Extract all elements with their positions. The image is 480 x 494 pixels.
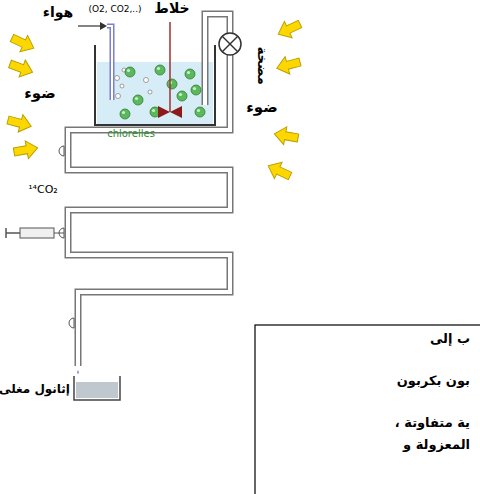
chlorella-cell — [167, 79, 177, 89]
pump — [219, 33, 241, 55]
chlorella-cell — [185, 69, 195, 79]
drop — [77, 370, 79, 374]
isotope-label: ¹⁴CO₂ — [22, 183, 64, 196]
chlorella-cell — [191, 85, 201, 95]
chlorella-cell — [155, 65, 165, 75]
chlorella-cell — [120, 109, 130, 119]
panel-text: ب إلى — [300, 331, 470, 347]
chlorella-cell — [133, 95, 143, 105]
panel-text: المعزولة و — [300, 437, 470, 453]
tubing-inner — [68, 14, 230, 366]
sampling-valves — [59, 146, 74, 328]
ethanol-beaker — [74, 376, 120, 400]
pump-label: مضخة — [254, 42, 270, 90]
mixer — [158, 22, 182, 118]
air-bubbles — [115, 68, 153, 99]
syringe — [6, 228, 64, 238]
tubing — [68, 14, 230, 366]
mixer-label: خلاط — [150, 0, 194, 17]
gas-list: (O2, CO2,..) — [76, 4, 154, 15]
air-label: هواء — [40, 4, 76, 21]
light-arrows — [6, 16, 304, 184]
ethanol-label: إثانول مغلى — [0, 382, 70, 396]
chlorella-cells — [120, 65, 205, 119]
air-tube-inner — [107, 26, 112, 100]
light-label: ضوء — [18, 84, 62, 102]
panel-text: بون بكربون — [300, 373, 470, 389]
chlorella-label: chlorelles — [96, 128, 166, 140]
air-tube — [107, 26, 112, 100]
air-inlet-arrow — [78, 22, 107, 30]
light-label: ضوء — [240, 98, 284, 116]
text-panel — [255, 325, 480, 494]
chlorella-cell — [177, 91, 187, 101]
chlorella-cell — [195, 107, 205, 117]
chlorella-cell — [125, 67, 135, 77]
panel-text: ية متفاوتة ، — [300, 415, 470, 431]
